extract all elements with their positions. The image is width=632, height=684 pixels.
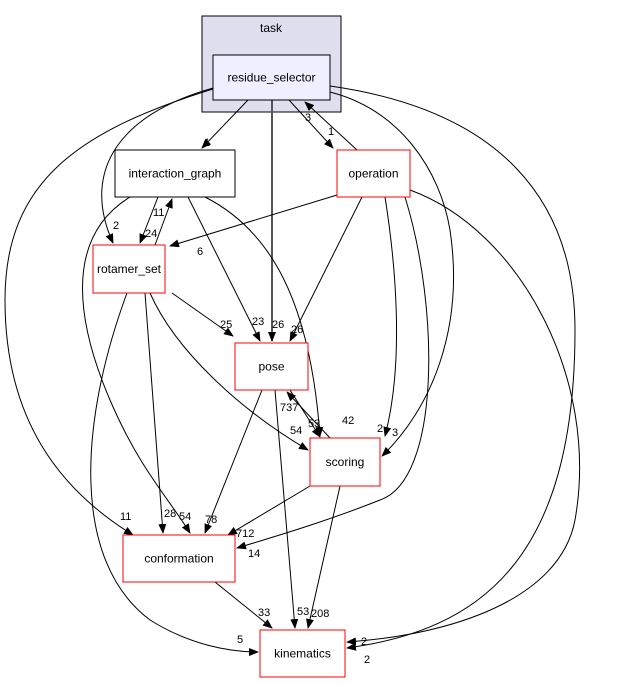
edge-label[interactable]: 53 [297,606,309,618]
node-label: operation [348,167,398,181]
edge-label[interactable]: 54 [179,511,191,523]
edge-label[interactable]: 54 [290,425,302,437]
node-label: interaction_graph [129,167,222,181]
node-box [234,342,309,391]
node-residue-selector[interactable]: residue_selector [212,54,331,101]
node-label: kinematics [274,647,331,661]
edge-label[interactable]: 23 [252,316,264,328]
edge-label[interactable]: 11 [120,511,131,523]
node-kinematics[interactable]: kinematics [259,629,346,678]
edge-label[interactable]: 33 [258,607,270,619]
edge-rotamer-set-to-pose[interactable] [171,292,234,337]
node-label: pose [258,360,284,374]
edge-label[interactable]: 1 [328,126,334,138]
edge-operation-to-conformation[interactable] [236,196,430,550]
edge-interaction-graph-to-pose[interactable] [187,196,261,342]
node-box [122,534,236,583]
edge-label[interactable]: 3 [305,112,311,124]
node-rotamer-set[interactable]: rotamer_set [92,244,166,294]
node-label: rotamer_set [97,262,162,276]
edge-label[interactable]: 25 [220,319,232,331]
edge-label[interactable]: 712 [236,528,254,540]
node-pose[interactable]: pose [234,342,309,391]
edge-label[interactable]: 14 [248,548,260,560]
node-box [336,149,411,198]
edge-label[interactable]: 5 [237,634,243,646]
edge-label[interactable]: 26 [291,324,303,336]
node-box [92,244,166,294]
edge-interaction-graph-to-scoring[interactable] [204,196,324,437]
edge-label[interactable]: 1 [204,137,210,149]
edge-label[interactable]: 24 [145,228,157,240]
edge-residue-selector-to-conformation[interactable] [4,87,217,536]
edge-label[interactable]: 737 [280,402,298,414]
node-scoring[interactable]: scoring [309,437,381,487]
edge-operation-to-rotamer-set[interactable] [169,194,338,248]
edge-label[interactable]: 2 [361,636,367,648]
edge-conformation-to-kinematics[interactable] [214,581,273,629]
edge-label[interactable]: 2 [113,220,119,232]
edge-residue-selector-to-scoring[interactable] [329,91,454,457]
cluster-label: task [260,21,283,35]
edge-rotamer-set-to-scoring[interactable] [149,292,309,451]
edge-rotamer-set-to-conformation[interactable] [144,292,167,534]
node-operation[interactable]: operation [336,149,411,198]
edge-scoring-to-kinematics[interactable] [306,485,341,629]
edge-residue-selector-to-rotamer-set[interactable] [101,84,226,244]
edge-residue-selector-to-kinematics[interactable] [329,85,576,651]
edge-operation-to-pose[interactable] [289,196,363,342]
edge-label[interactable]: 3 [392,427,398,439]
edge-pose-to-conformation[interactable] [204,389,263,534]
node-box [309,437,381,487]
node-box [212,54,331,101]
edge-label[interactable]: 26 [272,319,284,331]
edge-label[interactable]: 28 [164,508,176,520]
edge-label[interactable]: 208 [311,608,329,620]
edge-label[interactable]: 6 [197,246,203,258]
edge-operation-to-residue-selector[interactable] [304,101,358,151]
node-label: residue_selector [227,71,315,85]
edge-scoring-to-conformation[interactable] [227,485,311,536]
edge-scoring-to-pose[interactable] [286,391,331,439]
edge-label[interactable]: 78 [205,514,217,526]
node-box [259,629,346,678]
edge-operation-to-scoring[interactable] [383,196,398,437]
edge-label[interactable]: 11 [153,207,164,219]
edge-rotamer-set-to-interaction-graph[interactable] [154,198,173,246]
edge-residue-selector-to-operation[interactable] [288,99,334,149]
edge-label[interactable]: 2 [364,654,370,666]
node-box [114,149,236,198]
node-conformation[interactable]: conformation [122,534,236,583]
edge-interaction-graph-to-rotamer-set[interactable] [139,196,159,244]
edge-label[interactable]: 2 [377,423,383,435]
edge-interaction-graph-to-conformation[interactable] [82,196,191,534]
edge-operation-to-kinematics[interactable] [346,189,581,646]
edge-rotamer-set-to-kinematics[interactable] [90,292,259,656]
edge-pose-to-kinematics[interactable] [274,389,299,629]
edge-residue-selector-to-interaction-graph[interactable] [201,99,249,149]
edge-label[interactable]: 53 [308,418,320,430]
node-interaction-graph[interactable]: interaction_graph [114,149,236,198]
node-label: scoring [326,455,365,469]
edge-label[interactable]: 42 [342,415,354,427]
node-label: conformation [144,552,213,566]
